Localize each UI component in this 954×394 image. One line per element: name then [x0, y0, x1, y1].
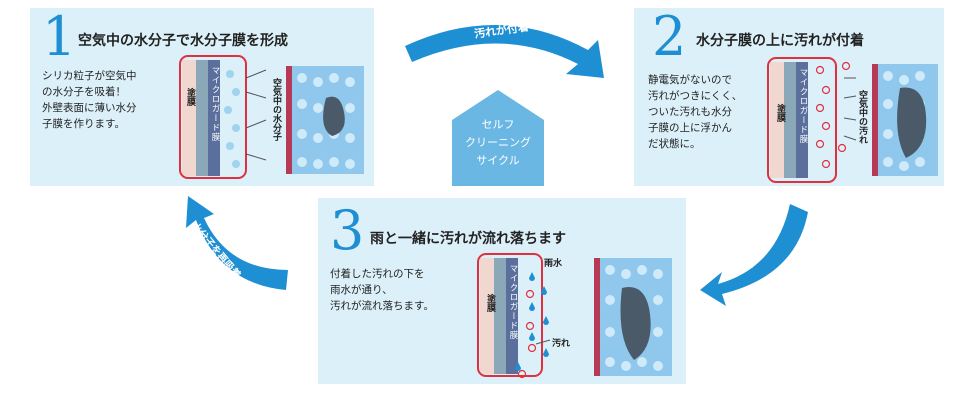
step-3-illustration	[477, 253, 672, 379]
step-2-panel: 2 水分子膜の上に汚れが付着 静電気がないので 汚れがつきにくく、 ついた汚れも…	[634, 8, 944, 186]
step-1-side-label: 空気中の水分子	[271, 78, 281, 141]
step-1-number: 1	[42, 5, 77, 68]
step-2-film-label: マイクロガード膜	[798, 68, 808, 144]
step-3-coating-label: 塗膜	[485, 294, 495, 312]
step-2-number: 2	[652, 5, 687, 68]
step-3-rain-label: 雨水	[544, 259, 563, 269]
house-shape	[452, 90, 544, 186]
step-3-number: 3	[330, 199, 365, 262]
step-1-title: 空気中の水分子で水分子膜を形成	[78, 33, 288, 49]
step-3-dirt-label: 汚れ	[552, 339, 571, 349]
step-3-film-label: マイクロガード膜	[508, 264, 518, 340]
center-line-1: セルフ	[481, 118, 515, 131]
arrow-top-body	[405, 24, 604, 79]
step-3-title: 雨と一緒に汚れが流れ落ちます	[370, 231, 566, 247]
step-2-illustration	[767, 57, 938, 183]
center-line-2: クリーニング	[465, 136, 531, 149]
step-2-side-label: 空気中の汚れ	[857, 90, 867, 144]
step-1-coating-label: 塗膜	[185, 88, 195, 106]
step-2-description: 静電気がないので 汚れがつきにくく、 ついた汚れも水分 子膜の上に浮かん だ状態…	[648, 74, 743, 150]
arrow-right-body	[700, 204, 808, 306]
step-3-description: 付着した汚れの下を 雨水が通り、 汚れが流れ落ちます。	[330, 268, 434, 312]
step-2-coating-label: 塗膜	[775, 104, 785, 122]
self-cleaning-cycle-badge: セルフ クリーニング サイクル	[452, 90, 544, 186]
step-1-illustration	[179, 55, 364, 179]
step-1-film-label: マイクロガード膜	[210, 66, 220, 142]
step-1-description: シリカ粒子が空気中 の水分子を吸着！ 外壁表面に薄い水分 子膜を作ります。	[42, 70, 137, 130]
step-3-panel: 3 雨と一緒に汚れが流れ落ちます 付着した汚れの下を 雨水が通り、 汚れが流れ落…	[318, 198, 686, 384]
step-2-title: 水分子膜の上に汚れが付着	[696, 33, 864, 49]
step-1-panel: 1 空気中の水分子で水分子膜を形成 シリカ粒子が空気中 の水分子を吸着！ 外壁表…	[30, 8, 374, 186]
arrow-left-body	[186, 196, 288, 290]
center-line-3: サイクル	[476, 154, 520, 167]
